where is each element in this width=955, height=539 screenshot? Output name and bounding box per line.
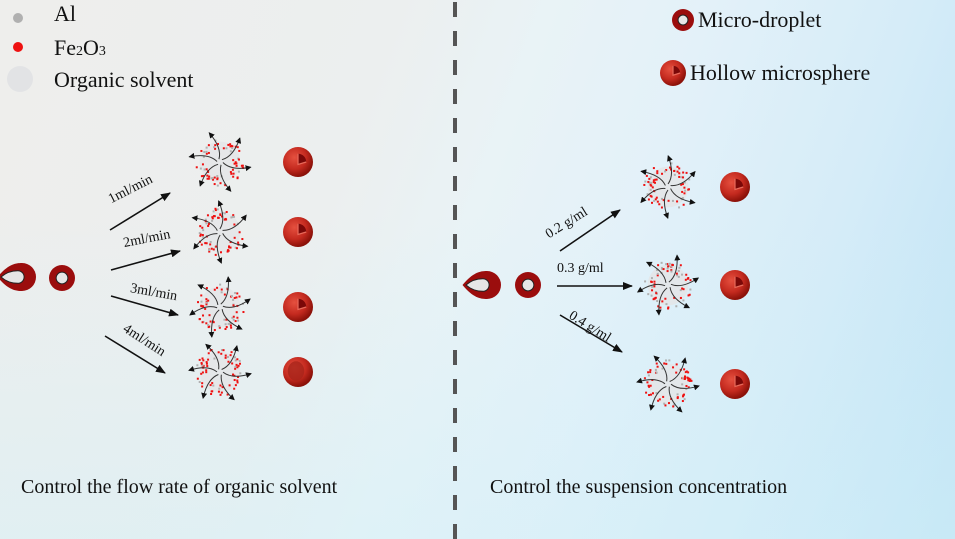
right-panel-caption: Control the suspension concentration [490, 476, 788, 498]
legend-micro-droplet-label: Micro-droplet [698, 7, 822, 32]
legend-al-label: Al [54, 1, 76, 26]
left-teardrop-droplet [0, 263, 36, 291]
divider-dash [453, 2, 457, 17]
divider-dash [453, 31, 457, 46]
flow-rate-arrow-2 [110, 249, 181, 271]
divider-dash [453, 495, 457, 510]
evaporating-droplet-4 [188, 343, 252, 401]
divider-dash [453, 205, 457, 220]
concentration-arrow-1 [559, 209, 621, 252]
legend-micro-droplet-icon [672, 9, 694, 31]
concentration-evaporating-droplet-3 [636, 355, 700, 413]
divider-dash [453, 292, 457, 307]
divider-dash [453, 466, 457, 481]
divider-dash [453, 379, 457, 394]
fe2o3-dot-icon [13, 42, 23, 52]
divider-dash [453, 350, 457, 365]
concentration-label-2: 0.3 g/ml [557, 261, 604, 276]
divider-dash [453, 89, 457, 104]
organic-solvent-circle-icon [7, 66, 33, 92]
divider-dash [453, 408, 457, 423]
legend-hollow-microsphere-icon [660, 60, 686, 86]
concentration-evaporating-droplet-1 [640, 155, 696, 219]
legend-fe2o3-label: Fe2O3 [54, 35, 106, 60]
hollow-microsphere-3 [283, 292, 313, 322]
evaporating-droplet-3 [189, 276, 251, 338]
divider-dash [453, 60, 457, 75]
hollow-microsphere-1 [283, 147, 313, 177]
al-dot-icon [13, 13, 23, 23]
divider-dash [453, 176, 457, 191]
evaporating-droplet-2 [191, 200, 249, 264]
divider-dash [453, 147, 457, 162]
left-panel-caption: Control the flow rate of organic solvent [21, 476, 338, 498]
hollow-microsphere-2 [283, 217, 313, 247]
flow-rate-arrow-4 [104, 335, 166, 374]
right-teardrop-droplet [462, 271, 501, 299]
hollow-microsphere-4 [283, 357, 313, 387]
divider-dash [453, 321, 457, 336]
concentration-hollow-microsphere-1 [720, 172, 750, 202]
concentration-hollow-microsphere-3 [720, 369, 750, 399]
divider-dash [453, 524, 457, 539]
legend-organic-solvent-label: Organic solvent [54, 67, 194, 92]
flow-rate-arrow-3 [110, 295, 179, 317]
center-dashed-divider [453, 2, 457, 539]
right-ring-droplet [515, 272, 541, 298]
divider-dash [453, 118, 457, 133]
evaporating-droplet-1 [188, 132, 252, 192]
flow-rate-arrow-1 [109, 192, 171, 231]
left-ring-droplet [49, 265, 75, 291]
divider-dash [453, 234, 457, 249]
concentration-arrow-3 [559, 314, 623, 353]
concentration-hollow-microsphere-2 [720, 270, 750, 300]
divider-dash [453, 263, 457, 278]
concentration-evaporating-droplet-2 [636, 254, 700, 316]
divider-dash [453, 437, 457, 452]
legend-hollow-microsphere-label: Hollow microsphere [690, 60, 871, 85]
